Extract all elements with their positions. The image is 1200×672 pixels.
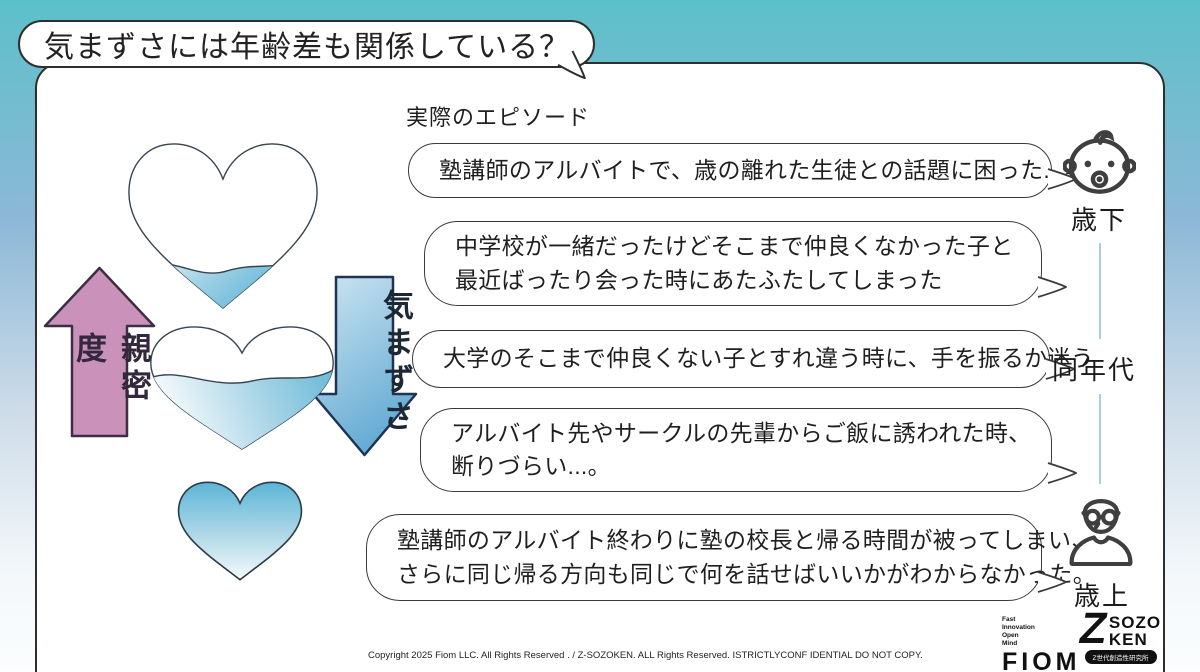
down-arrow-icon [311, 275, 418, 457]
scale-connector-line [1099, 243, 1101, 339]
sozoken-wordmark: SOZO [1108, 613, 1162, 632]
episode-bubble-3: 大学のそこまで仲良くない子とすれ違う時に、手を振るか迷う [412, 330, 1095, 388]
heart-half-fill-icon [147, 324, 337, 457]
page-title: 気まずさには年齢差も関係している？ [44, 31, 571, 64]
fiom-tagline: Fast [1002, 616, 1016, 623]
copyright-text: Copyright 2025 Fiom LLC. All Rights Rese… [368, 650, 923, 661]
bubble-tail-icon [1037, 571, 1067, 593]
episode-text: さらに同じ帰る方向も同じで何を話せばいいかがわからなかった。 [397, 560, 1096, 587]
bubble-tail-icon [1045, 358, 1075, 380]
episode-bubble-5: 塾講師のアルバイト終わりに塾の校長と帰る時間が被ってしまい、 さらに同じ帰る方向… [366, 514, 1096, 601]
old-man-glasses-icon [1069, 499, 1133, 566]
intimacy-axis-arrow: 親密度 [43, 266, 156, 438]
heart-full-fill-icon [176, 480, 304, 587]
up-arrow-icon [43, 266, 156, 438]
episode-text: 最近ばったり会った時にあたふたしてしまった [455, 266, 943, 293]
scale-connector-line [1099, 394, 1101, 484]
sozoken-logo: Z SOZO KEN Z世代創造性研究所 [1075, 604, 1162, 664]
fiom-wordmark: FIOM [1002, 648, 1081, 672]
episodes-header: 実際のエピソード [406, 105, 591, 130]
fiom-tagline: Open [1002, 632, 1019, 639]
baby-face-icon [1063, 130, 1136, 194]
bubble-tail-icon [1037, 276, 1067, 298]
episode-text: 塾講師のアルバイト終わりに塾の校長と帰る時間が被ってしまい、 [397, 527, 1095, 554]
episode-text: アルバイト先やサークルの先輩からご飯に誘われた時、 [451, 419, 1032, 446]
episode-bubble-4: アルバイト先やサークルの先輩からご飯に誘われた時、 断りづらい...。 [420, 408, 1077, 492]
age-label-same: 同年代 [1052, 355, 1137, 385]
awkwardness-axis-arrow: 気まずさ [311, 275, 418, 457]
age-label-younger: 歳下 [1071, 205, 1128, 235]
episode-bubble-1: 塾講師のアルバイトで、歳の離れた生徒との話題に困った...。 [408, 143, 1087, 198]
episode-text: 中学校が一緒だったけどそこまで仲良くなかった子と [455, 233, 1014, 260]
fiom-logo: Fast Innovation Open Mind FIOM [1002, 616, 1081, 672]
episode-text: 塾講師のアルバイトで、歳の離れた生徒との話題に困った...。 [439, 156, 1087, 183]
fiom-tagline: Mind [1002, 640, 1018, 647]
fiom-tagline: Innovation [1002, 624, 1035, 631]
sozoken-badge: Z世代創造性研究所 [1084, 650, 1157, 664]
episode-bubble-2: 中学校が一緒だったけどそこまで仲良くなかった子と 最近ばったり会った時にあたふた… [424, 221, 1067, 306]
awkwardness-axis-label: 気まずさ [378, 289, 413, 437]
title-bubble-tail [557, 50, 587, 80]
episode-text: 大学のそこまで仲良くない子とすれ違う時に、手を振るか迷う [443, 345, 1095, 372]
bubble-tail-icon [1047, 462, 1077, 484]
sozoken-z-glyph: Z [1075, 604, 1112, 653]
age-label-older: 歳上 [1074, 581, 1131, 611]
sozoken-wordmark: KEN [1108, 630, 1148, 649]
intimacy-axis-label: 親密度 [71, 332, 151, 406]
episode-text: 断りづらい...。 [451, 453, 611, 479]
title-bubble: 気まずさには年齢差も関係している？ [18, 20, 595, 80]
heart-low-fill-icon [125, 140, 321, 317]
